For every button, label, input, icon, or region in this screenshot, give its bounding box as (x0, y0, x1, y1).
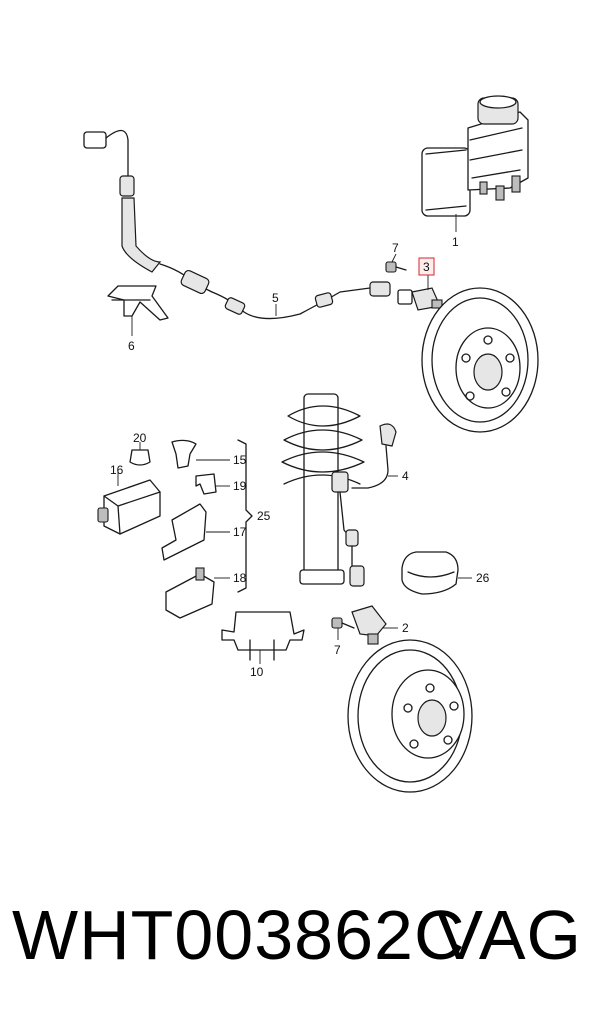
small-parts-group (97, 439, 253, 619)
footer: WHT003862C VAG (0, 890, 600, 990)
abs-control-unit (421, 95, 529, 232)
callout-15: 15 (233, 453, 247, 467)
bolt-upper (385, 253, 407, 273)
callout-18: 18 (233, 571, 247, 585)
callout-1: 1 (452, 235, 459, 249)
rubber-boot (401, 551, 472, 595)
sensor-wiring-harness (83, 129, 391, 320)
callout-20: 20 (133, 431, 147, 445)
callout-26: 26 (476, 571, 490, 585)
callout-16: 16 (110, 463, 124, 477)
bolt-lower (331, 617, 355, 640)
rear-speed-sensor (351, 605, 398, 645)
brake-disc-upper (421, 287, 539, 433)
callout-10: 10 (250, 665, 264, 679)
callout-17: 17 (233, 525, 247, 539)
suspension-strut (281, 393, 365, 585)
callout-7-upper: 7 (392, 241, 399, 255)
brake-disc-lower (347, 639, 473, 793)
front-speed-sensor (397, 274, 443, 311)
callout-6: 6 (128, 339, 135, 353)
callout-3: 3 (423, 260, 430, 274)
callout-7-lower: 7 (334, 643, 341, 657)
callout-19: 19 (233, 479, 247, 493)
part-number: WHT003862C (12, 896, 466, 974)
callout-3-highlight-box (418, 257, 435, 276)
callout-5: 5 (272, 291, 279, 305)
callout-25: 25 (257, 509, 271, 523)
callout-2: 2 (402, 621, 409, 635)
parts-diagram: 1 7 3 5 6 20 16 15 19 25 17 18 4 26 2 7 … (83, 95, 539, 793)
holder-clamp (221, 611, 305, 664)
harness-bracket (107, 285, 169, 336)
rear-sensor-harness (331, 423, 398, 587)
callout-4: 4 (402, 469, 409, 483)
brand-label: VAG (436, 896, 582, 974)
